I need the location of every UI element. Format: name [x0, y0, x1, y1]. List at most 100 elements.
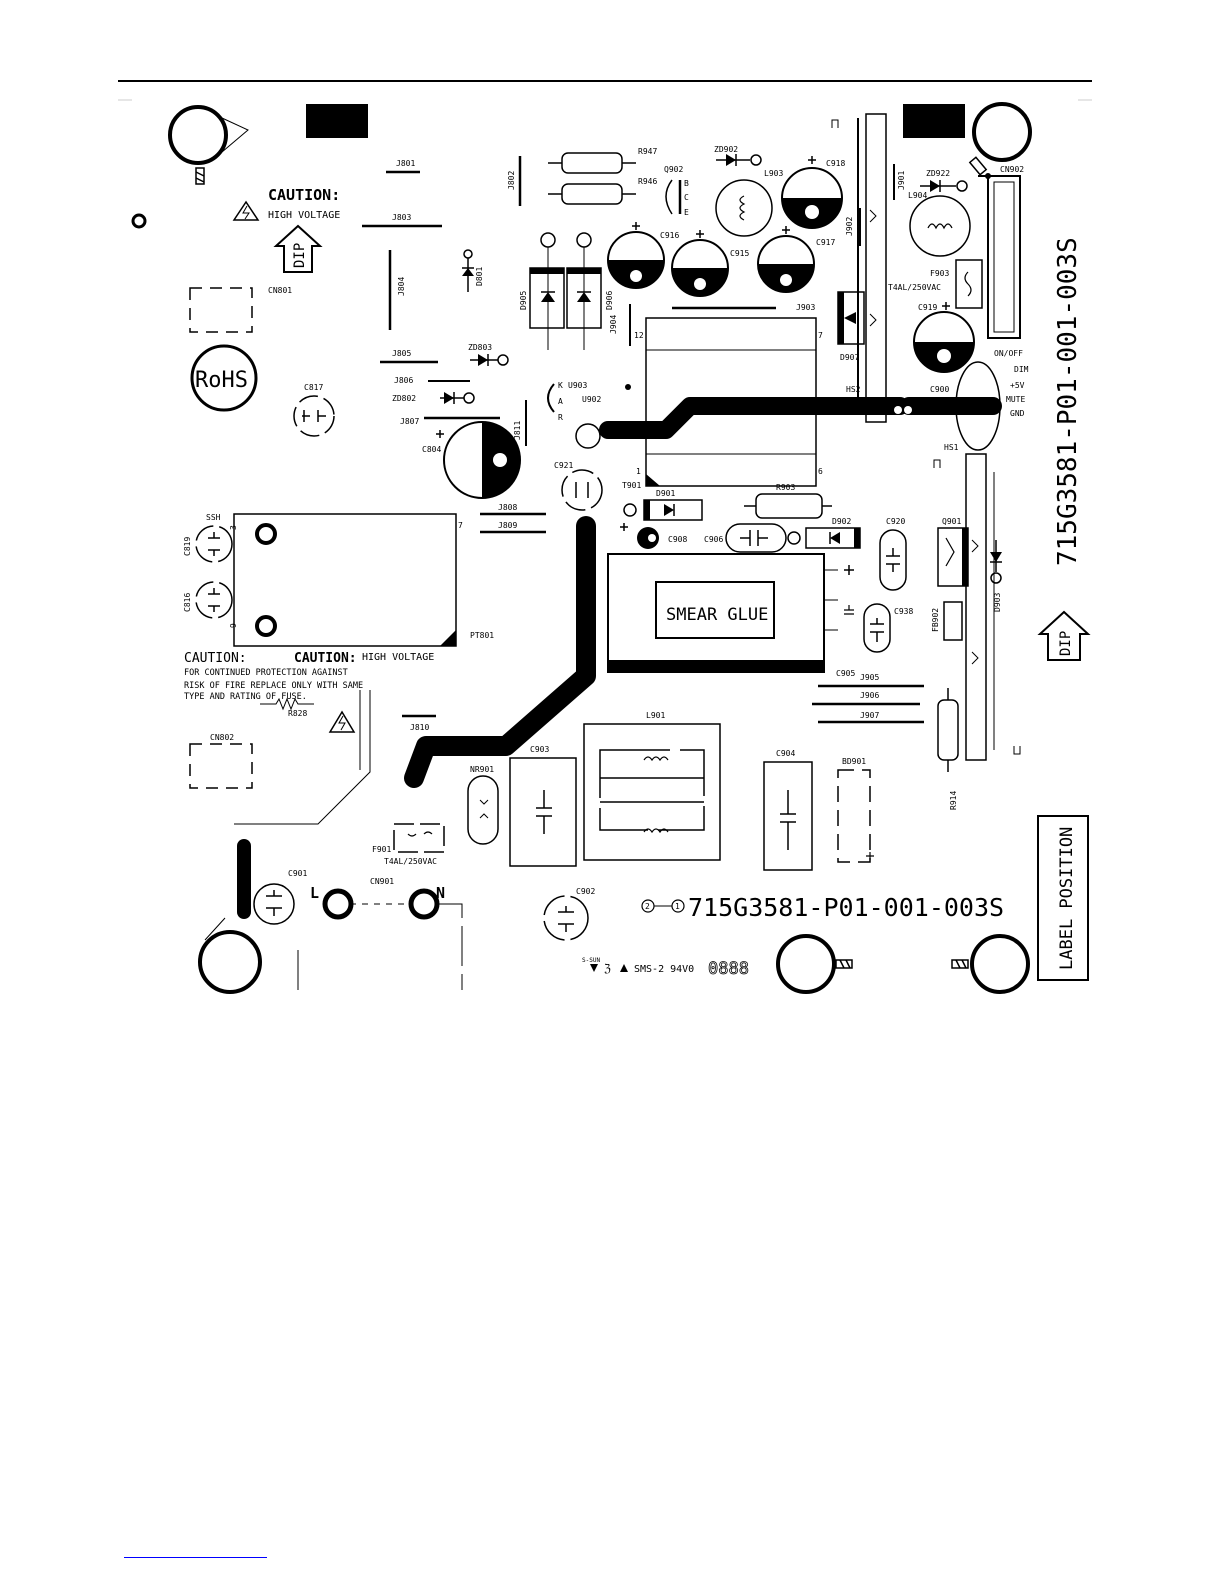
l901-label: L901	[646, 711, 665, 720]
j810-label: J810	[410, 723, 429, 732]
fuse-f903-rating: T4AL/250VAC	[888, 283, 941, 292]
capacitor-c920	[879, 529, 907, 591]
cn802-label: CN802	[210, 733, 234, 742]
capacitor-c904	[763, 761, 813, 871]
dip-direction-arrow-right: DIP	[1037, 610, 1091, 661]
hs2-label: HS2	[846, 385, 861, 394]
capacitor-c900	[955, 361, 1001, 451]
c904-label: C904	[776, 749, 795, 758]
bd901-label: BD901	[842, 757, 866, 766]
diode-d903	[990, 540, 1002, 584]
q902-label: Q902	[664, 165, 683, 174]
diode-d801	[462, 249, 474, 292]
edge-mark	[831, 119, 839, 128]
c908-label: C908	[668, 535, 687, 544]
triangle-mark-icon	[590, 964, 598, 972]
t901-pin-1: 1	[636, 467, 641, 476]
pt801-pin-3: 3	[229, 525, 238, 530]
transistor-q901	[937, 527, 969, 587]
t901-pin-12: 12	[634, 331, 644, 340]
zd802-label: ZD802	[392, 394, 416, 403]
j901-label: J901	[897, 171, 906, 190]
caution-fuse-hv: HIGH VOLTAGE	[362, 652, 434, 663]
r828-label: R828	[288, 709, 307, 718]
capacitor-c816	[195, 581, 233, 619]
zener-zd902	[716, 154, 762, 166]
pt801-label: PT801	[470, 631, 494, 640]
bridge-rectifier-bd901	[837, 769, 874, 863]
diode-d905	[529, 232, 565, 350]
rohs-mark: RoHS	[190, 344, 258, 412]
c900-label: C900	[930, 385, 949, 394]
resistor-r946	[548, 183, 636, 205]
bottom-rule	[124, 1557, 267, 1558]
c817-label: C817	[304, 383, 323, 392]
t901-pin-6: 6	[818, 467, 823, 476]
high-voltage-warning-icon	[232, 200, 260, 221]
resistor-r914	[937, 688, 959, 772]
smear-glue-label: SMEAR GLUE	[666, 605, 768, 625]
j806-label: J806	[394, 376, 413, 385]
caution-fuse-line2: RISK OF FIRE REPLACE ONLY WITH SAME	[184, 681, 363, 691]
capacitor-c918	[781, 156, 843, 229]
heatsink-hs1	[965, 453, 995, 761]
d903-label: D903	[993, 593, 1002, 612]
c804-label: C804	[422, 445, 441, 454]
capacitor-c819	[195, 525, 233, 563]
pin-mute: MUTE	[1006, 395, 1025, 404]
smear-glue-box: SMEAR GLUE	[655, 581, 775, 639]
u903-pin-r: R	[558, 413, 563, 422]
transformer-pt801	[233, 513, 457, 647]
board-number-1: 2	[645, 902, 650, 911]
line-terminal-label: L	[310, 884, 319, 902]
capacitor-c916	[607, 222, 665, 289]
zener-zd802	[440, 392, 475, 404]
mounting-hole-bottom-right	[970, 934, 1030, 994]
c919-label: C919	[918, 303, 937, 312]
c903-label: C903	[530, 745, 549, 754]
main-transformer-block	[607, 553, 854, 673]
j801-label: J801	[396, 159, 415, 168]
r947-label: R947	[638, 147, 657, 156]
zd902-label: ZD902	[714, 145, 738, 154]
j902-label: J902	[845, 217, 854, 236]
diode-d901	[623, 499, 703, 521]
r946-label: R946	[638, 177, 657, 186]
j805-label: J805	[392, 349, 411, 358]
q902-pin-c: C	[684, 193, 689, 202]
capacitor-c915	[671, 230, 729, 297]
label-position-text: LABEL POSITION	[1057, 827, 1077, 970]
dip-label-right: DIP	[1058, 631, 1074, 656]
c917-label: C917	[816, 238, 835, 247]
j904-label: J904	[609, 315, 618, 334]
nr901-label: NR901	[470, 765, 494, 774]
c921-label: C921	[554, 461, 573, 470]
c902-label: C902	[576, 887, 595, 896]
hs1-label: HS1	[944, 443, 959, 452]
pad-u902	[575, 423, 601, 449]
fb902-label: FB902	[931, 608, 940, 632]
q901-label: Q901	[942, 517, 961, 526]
fuse-f903	[955, 259, 983, 309]
c905-label: C905	[836, 669, 855, 678]
c906-label: C906	[704, 535, 723, 544]
q902-pin-e: E	[684, 208, 689, 217]
l904-label: L904	[908, 191, 927, 200]
capacitor-c921	[561, 469, 603, 511]
f903-label: F903	[930, 269, 949, 278]
ul-rating-text: SMS-2 94V0	[634, 964, 694, 975]
u903-pin-a: A	[558, 397, 563, 406]
capacitor-c938	[863, 603, 891, 653]
sun-mark: S-SUN	[582, 957, 600, 964]
capacitor-c902	[543, 895, 589, 941]
pt801-pin-9: 9	[229, 623, 238, 628]
dip-direction-arrow: DIP	[273, 224, 323, 273]
small-hole-left	[131, 213, 147, 229]
diode-d907	[837, 291, 865, 345]
j807-label: J807	[400, 417, 419, 426]
high-voltage-label: HIGH VOLTAGE	[268, 210, 340, 221]
triangle-mark-icon-2	[620, 964, 628, 972]
t901-pin-7: 7	[818, 331, 823, 340]
fuse-f901	[393, 823, 445, 853]
edge-mark-2	[933, 459, 941, 468]
